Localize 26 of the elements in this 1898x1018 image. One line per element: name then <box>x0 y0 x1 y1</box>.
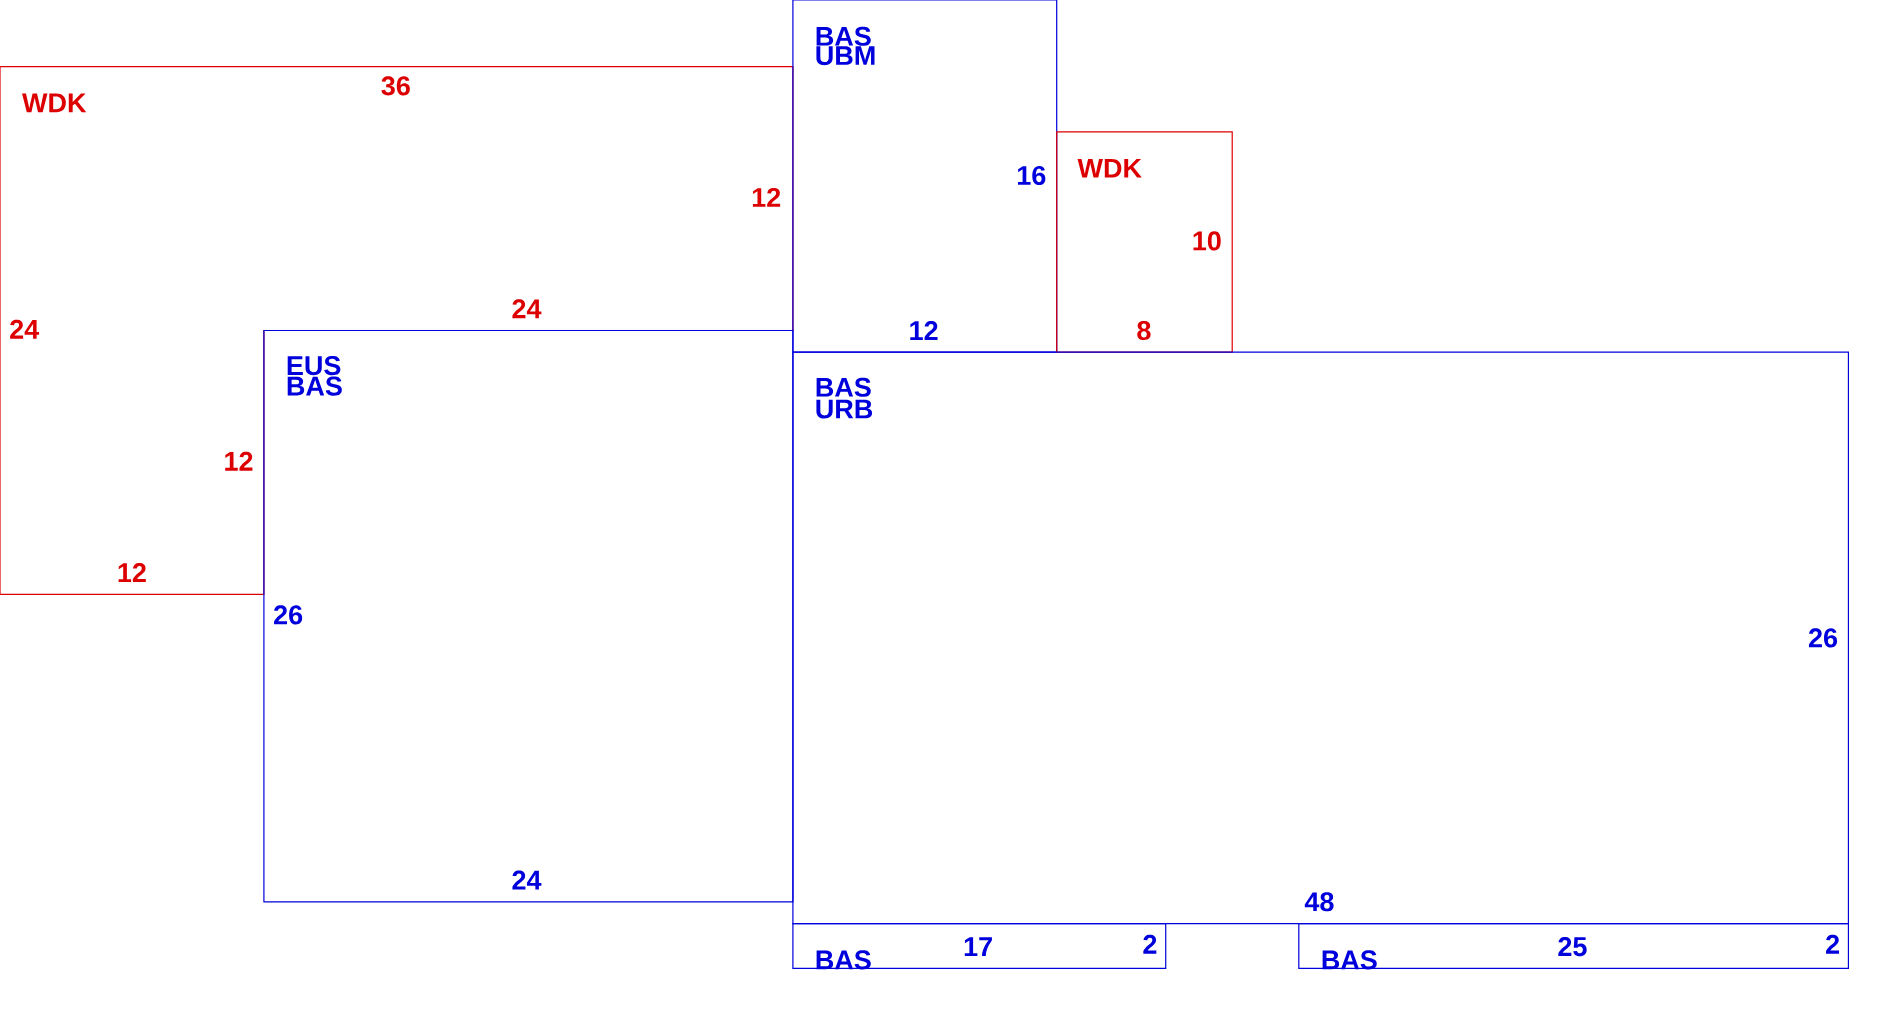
dimension-label: 12 <box>118 563 146 582</box>
dimension-label: 17 <box>964 937 992 956</box>
area-code: BAS <box>816 26 871 46</box>
dimension-label: 26 <box>1808 628 1838 648</box>
dimension-label: 48 <box>1304 892 1334 912</box>
area-code: URB <box>816 399 873 419</box>
area-code: UBM <box>816 46 875 66</box>
dimension-label: 2 <box>1143 934 1157 954</box>
dimension-label: 12 <box>752 187 781 207</box>
dimension-label: 24 <box>10 319 40 339</box>
dimension-label: 24 <box>512 870 542 890</box>
area-code: WDK <box>1077 159 1142 178</box>
area-code: BAS <box>287 376 342 396</box>
dimension-label: 26 <box>274 605 303 625</box>
dimension-label: 12 <box>910 321 938 340</box>
area-code: EUS <box>287 356 341 376</box>
dimension-label: 36 <box>381 76 410 96</box>
dimension-label: 24 <box>512 299 542 319</box>
dimension-label: 12 <box>225 451 253 471</box>
area-code: BAS <box>816 377 871 397</box>
dimension-label: 16 <box>1018 165 1046 186</box>
area-code: WDK <box>22 93 87 113</box>
dimension-label: 10 <box>1193 231 1221 251</box>
dimension-label: 8 <box>1137 320 1151 341</box>
dimension-label: 2 <box>1826 934 1840 954</box>
dimension-label: 25 <box>1558 937 1587 957</box>
